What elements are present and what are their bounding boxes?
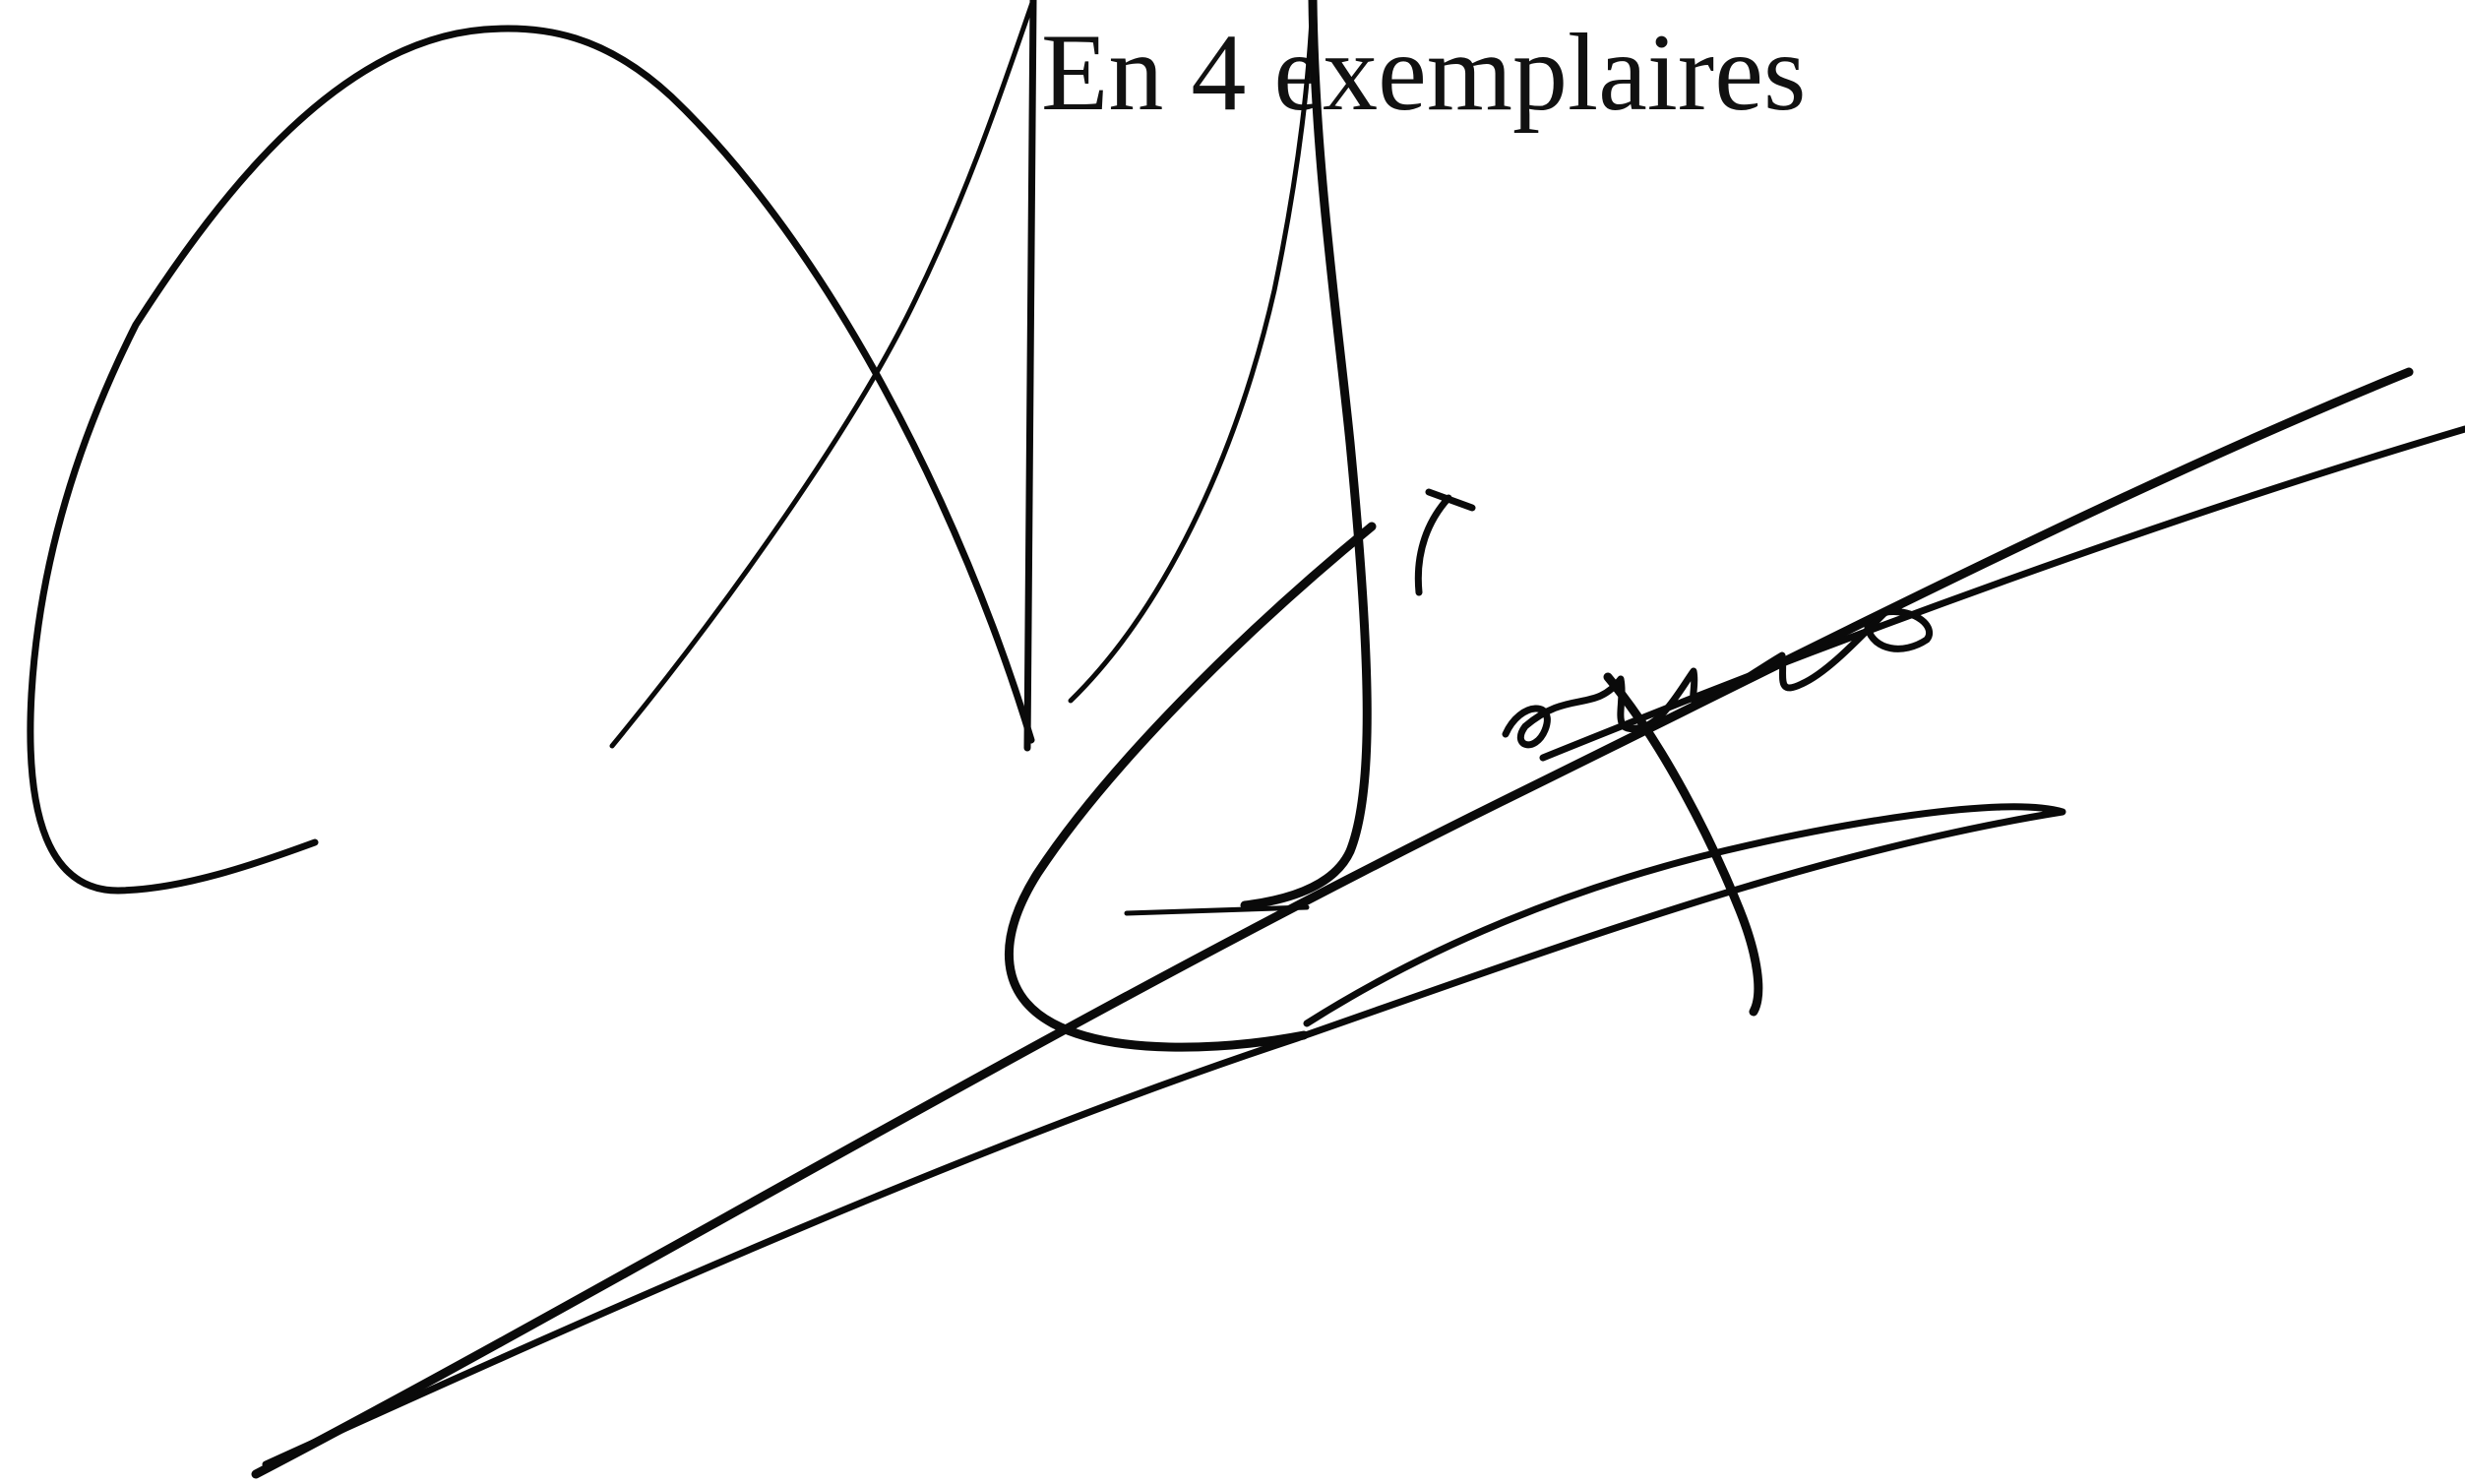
- signature-center-loop: [1005, 522, 1377, 1052]
- signature-tall-right-stem: [1240, 0, 1372, 910]
- signature-script-flourish: [1502, 608, 1933, 749]
- signature-inner-sweep: [1068, 0, 1316, 704]
- signature-down-sweep: [1603, 672, 1763, 1017]
- signature-outer-loop: [27, 25, 1035, 895]
- signature-long-rising-stroke: [251, 367, 2414, 1479]
- signature-tall-left-stem: [1023, 0, 1037, 752]
- signature-left-sweep: [609, 0, 1036, 749]
- copies-caption: En 4 exemplaires: [1041, 12, 1807, 134]
- signature-lower-spear: [262, 803, 2066, 1468]
- signature-long-return-stroke: [1539, 425, 2465, 762]
- signature-tick-stroke: [1425, 488, 1476, 512]
- signature-small-crossbar: [1124, 904, 1310, 916]
- signature-hook-stroke: [1414, 494, 1452, 596]
